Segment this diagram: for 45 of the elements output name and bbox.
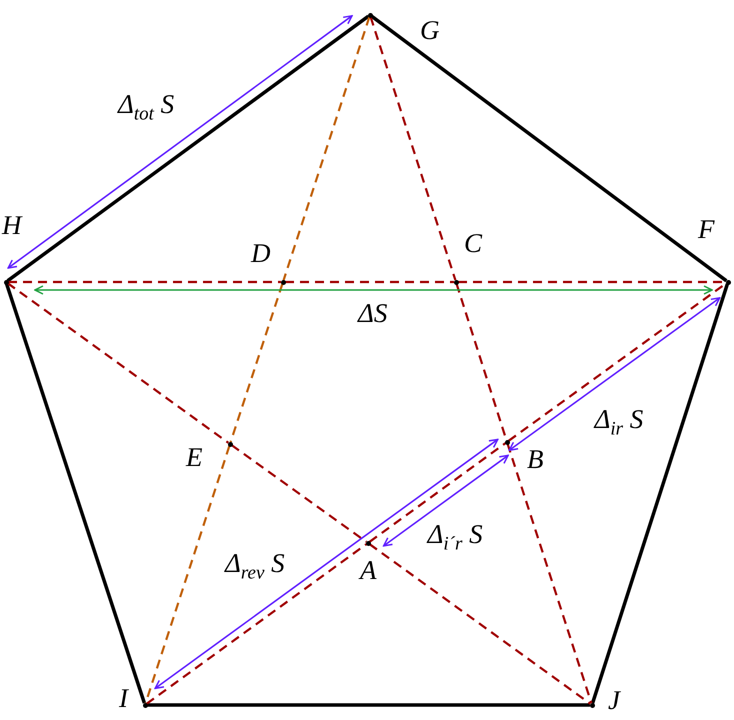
point-label: C (464, 230, 482, 257)
dashed-line (8, 280, 281, 284)
dashed-line (282, 16, 370, 280)
dashed-line (146, 543, 368, 705)
measure-arrow (382, 454, 509, 547)
dashed-line (368, 543, 592, 705)
point-label: I (119, 685, 128, 712)
dashed-line (230, 444, 368, 543)
vertex-point (228, 442, 232, 446)
point-label: E (186, 444, 202, 471)
dashed-line (285, 280, 454, 284)
dashed-line (6, 282, 230, 444)
point-label: A (360, 557, 376, 584)
point-label: D (251, 240, 270, 267)
dashed-line (506, 444, 592, 704)
point-label: G (420, 17, 440, 44)
vertex-point (4, 280, 8, 284)
side-line (4, 283, 146, 704)
edge-label: Δ$_{tot}$ S (118, 90, 174, 123)
vertex-point (142, 702, 148, 708)
measure-arrow (34, 285, 713, 295)
vertex-point (366, 540, 370, 546)
vertex-point (504, 440, 510, 444)
side-line (370, 14, 728, 282)
dashed-line (368, 442, 506, 543)
point-label: J (608, 687, 620, 714)
measure-arrow (508, 297, 720, 451)
measure-arrow (154, 438, 498, 690)
vertex-point (368, 12, 372, 18)
vertex-point (280, 280, 286, 284)
side-line (147, 703, 590, 707)
edge-label: Δ$_{i´r}$ S (428, 520, 483, 553)
point-label: F (698, 216, 714, 243)
edge-label: Δ$_{ir}$ S (594, 406, 644, 438)
side-line (590, 283, 730, 704)
point-label: B (527, 446, 544, 473)
edge-label: Δ$_{rev}$ S (225, 550, 285, 582)
dashed-line (144, 446, 230, 704)
vertex-point (726, 280, 730, 284)
point-label: H (2, 212, 22, 239)
vertex-point (590, 702, 594, 708)
edge-label: ΔS (358, 300, 388, 327)
dashed-line (230, 284, 284, 442)
vertex-point (454, 280, 458, 284)
dashed-line (370, 16, 456, 280)
